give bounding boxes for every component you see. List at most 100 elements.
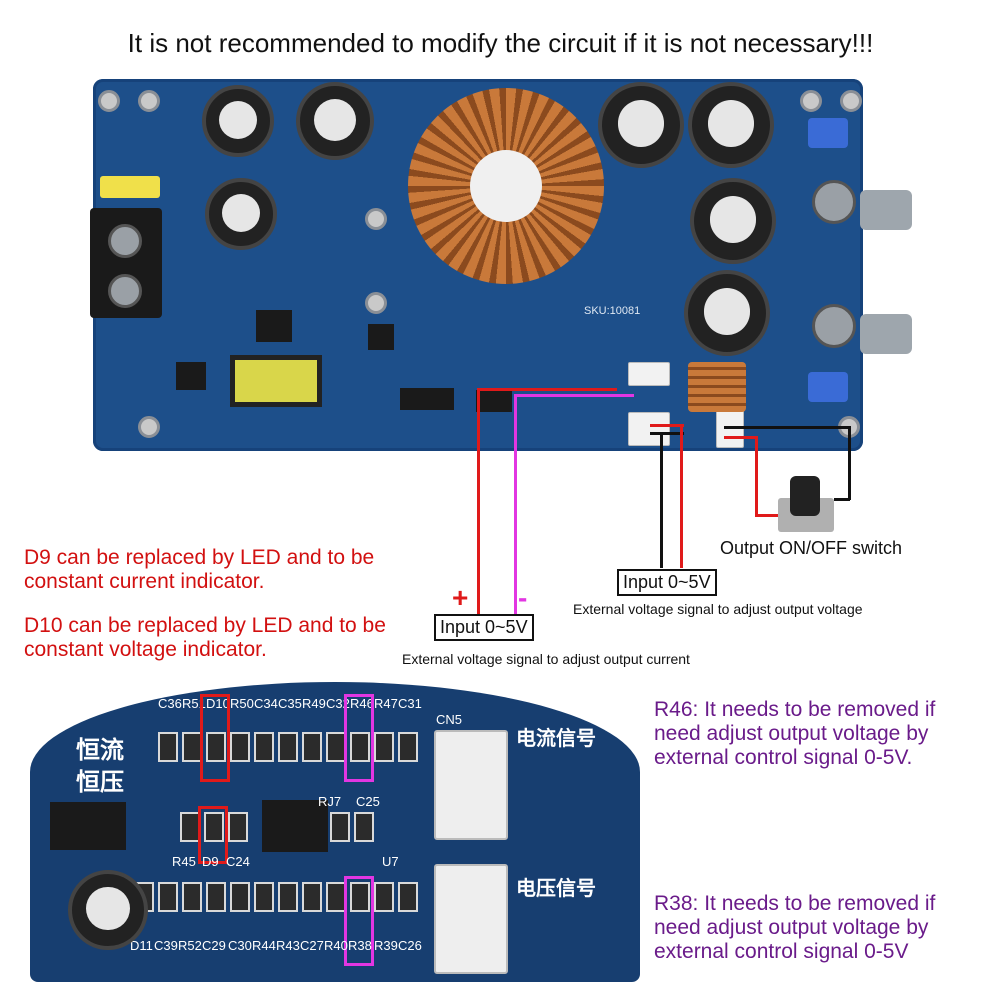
smd-resistor (228, 812, 248, 842)
note-d10-line1: D10 can be replaced by LED and to be (24, 614, 386, 637)
label-r49: R49 (302, 696, 326, 711)
note-r46-line3: external control signal 0-5V. (654, 746, 913, 769)
note-r46-line1: R46: It needs to be removed if (654, 698, 936, 721)
connector-cn4-zoom (434, 864, 508, 974)
connector-switch (716, 410, 744, 448)
smd-resistor (182, 882, 202, 912)
capacitor-icon (684, 270, 770, 356)
red-wire (650, 424, 684, 427)
smd-resistor (254, 882, 274, 912)
label-c25: C25 (356, 794, 380, 809)
fuse-icon (100, 176, 160, 198)
red-wire (755, 514, 779, 517)
transformer-icon (230, 355, 322, 407)
screw-icon (108, 224, 142, 258)
smd-resistor (180, 812, 200, 842)
smd-resistor (398, 882, 418, 912)
zoomed-pcb-detail: 恒流 恒压 C36 R51 D10 R50 C34 C35 R49 C32 R4… (30, 682, 640, 982)
label-r46: R46 (350, 696, 374, 711)
label-r50: R50 (230, 696, 254, 711)
smd-resistor (374, 882, 394, 912)
ic-chip-icon (262, 800, 328, 852)
note-d9: D9 can be replaced by LED and to be cons… (24, 546, 374, 594)
smd-resistor (302, 732, 322, 762)
smd-resistor (278, 882, 298, 912)
smd-resistor (302, 882, 322, 912)
label-r44: R44 (252, 938, 276, 953)
minus-sign: - (518, 582, 528, 613)
black-wire (724, 426, 850, 429)
capacitor-icon (690, 178, 776, 264)
label-d9: D9 (202, 854, 219, 869)
mounting-hole-icon (365, 208, 387, 230)
capacitor-icon (68, 870, 148, 950)
note-d10: D10 can be replaced by LED and to be con… (24, 614, 386, 662)
label-r47: R47 (374, 696, 398, 711)
smd-resistor (254, 732, 274, 762)
r46-highlight (344, 694, 374, 782)
label-c39: C39 (154, 938, 178, 953)
black-wire (660, 432, 663, 568)
label-u7: U7 (382, 854, 399, 869)
current-input-box: Input 0~5V (434, 614, 534, 641)
label-d11: D11 (130, 938, 153, 953)
note-d9-line2: constant current indicator. (24, 570, 265, 593)
mounting-hole-icon (840, 90, 862, 112)
d9-highlight (198, 806, 228, 864)
label-c27: C27 (300, 938, 324, 953)
push-button-icon (790, 476, 820, 516)
smd-diode (206, 732, 226, 762)
red-wire (680, 424, 683, 568)
black-wire (834, 498, 850, 501)
current-signal-cjk: 电流信号 (516, 728, 596, 750)
note-r46: R46: It needs to be removed if need adju… (654, 698, 935, 770)
potentiometer-icon (808, 372, 848, 402)
voltage-input-box: Input 0~5V (617, 569, 717, 596)
smd-resistor (206, 882, 226, 912)
ic-chip-icon (400, 388, 454, 410)
note-d9-line1: D9 can be replaced by LED and to be (24, 546, 375, 569)
potentiometer-icon (808, 118, 848, 148)
label-c36: C36 (158, 696, 182, 711)
smd-resistor (330, 812, 350, 842)
label-c24: C24 (226, 854, 250, 869)
mounting-hole-icon (138, 90, 160, 112)
label-c34: C34 (254, 696, 278, 711)
mounting-hole-icon (365, 292, 387, 314)
label-rj7: RJ7 (318, 794, 342, 809)
sku-label: SKU:10081 (584, 305, 641, 317)
label-d10: D10 (206, 696, 230, 711)
screw-icon (812, 304, 856, 348)
note-r38: R38: It needs to be removed if need adju… (654, 892, 935, 964)
toroid-inductor-icon (408, 88, 604, 284)
note-r38-line2: need adjust output voltage by (654, 916, 929, 939)
connector-cn5-zoom (434, 730, 508, 840)
black-wire (650, 432, 684, 435)
label-r52: R52 (178, 938, 202, 953)
smd-diode (204, 812, 224, 842)
ic-chip-icon (176, 362, 206, 390)
note-d10-line2: constant voltage indicator. (24, 638, 267, 661)
label-cn5: CN5 (436, 712, 463, 727)
label-r38: R38 (348, 938, 372, 953)
pink-wire (514, 394, 634, 397)
note-r38-line1: R38: It needs to be removed if (654, 892, 936, 915)
mounting-hole-icon (138, 416, 160, 438)
capacitor-icon (688, 82, 774, 168)
smd-resistor (158, 732, 178, 762)
label-c30: C30 (228, 938, 252, 953)
smd-resistor (398, 732, 418, 762)
label-c35: C35 (278, 696, 302, 711)
output-switch-label: Output ON/OFF switch (720, 538, 903, 558)
smd-resistor (230, 732, 250, 762)
capacitor-icon (205, 178, 277, 250)
d10-highlight (200, 694, 230, 782)
black-wire (848, 426, 851, 500)
label-c26: C26 (398, 938, 422, 953)
smd-resistor (182, 732, 202, 762)
capacitor-icon (598, 82, 684, 168)
smd-resistor (350, 732, 370, 762)
cv-cjk-label: 恒压 (76, 769, 124, 796)
red-wire (724, 436, 758, 439)
mounting-hole-icon (800, 90, 822, 112)
